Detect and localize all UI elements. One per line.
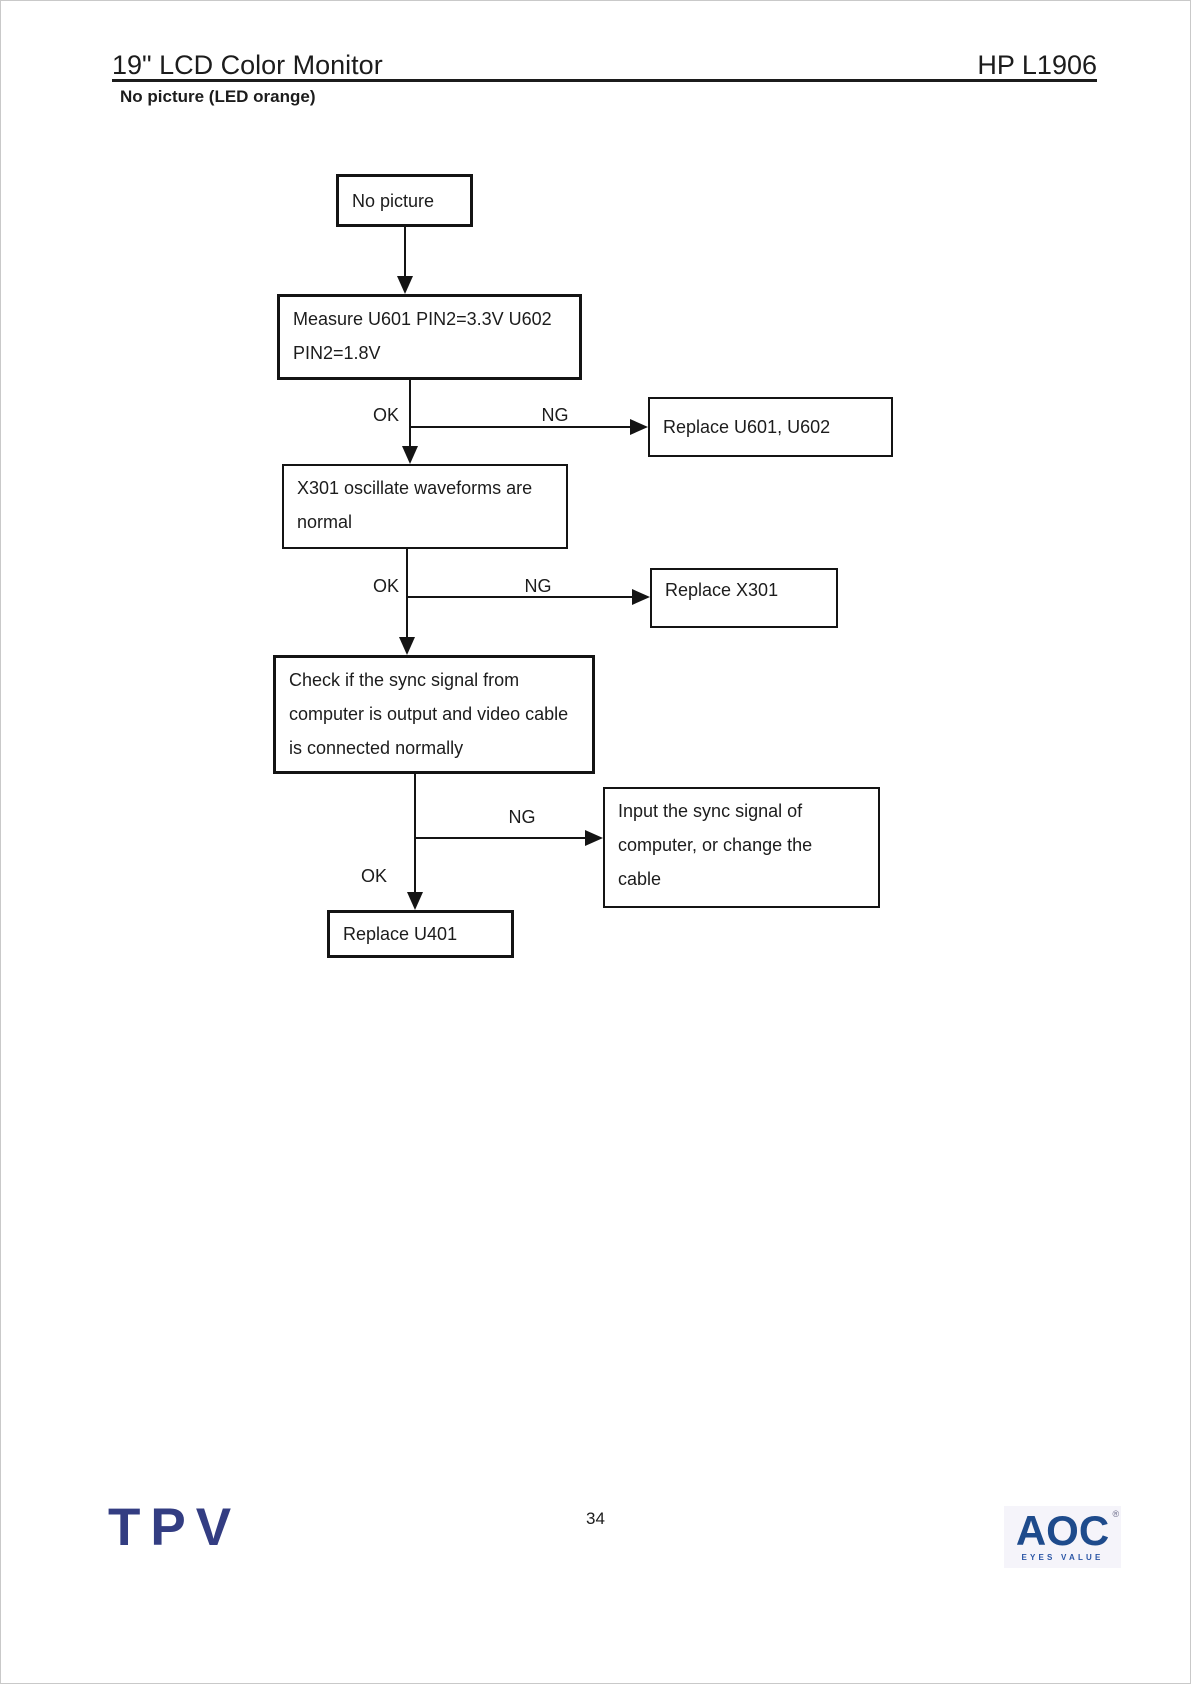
flow-box-measure-u601-line1: Measure U601 PIN2=3.3V U602 — [293, 309, 552, 329]
ok-label-1: OK — [372, 405, 400, 425]
page-subtitle: No picture (LED orange) — [120, 87, 316, 106]
flow-box-check-sync-line3: is connected normally — [289, 738, 464, 758]
flow-box-replace-u601-u602: Replace U601, U602 — [648, 397, 893, 457]
flow-box-check-sync-line1: Check if the sync signal from — [289, 670, 520, 690]
flow-box-measure-u601: Measure U601 PIN2=3.3V U602 PIN2=1.8V — [277, 294, 582, 380]
flow-box-input-sync-line2: computer, or change the — [618, 835, 813, 855]
ok-label-3: OK — [360, 866, 388, 886]
flow-box-replace-x301: Replace X301 — [650, 568, 838, 628]
ok-label-2: OK — [372, 576, 400, 596]
flow-box-x301-line1: X301 oscillate waveforms are — [297, 478, 533, 498]
flow-box-no-picture: No picture — [336, 174, 473, 227]
header-title-right: HP L1906 — [977, 50, 1097, 80]
page-number: 34 — [586, 1509, 605, 1528]
ng-label-3: NG — [508, 807, 536, 827]
registered-trademark-icon: ® — [1112, 1509, 1120, 1520]
ng-label-2: NG — [524, 576, 552, 596]
flow-box-x301-oscillate: X301 oscillate waveforms are normal — [282, 464, 568, 549]
tpv-logo: TPV — [108, 1498, 242, 1557]
flow-box-replace-u401: Replace U401 — [327, 910, 514, 958]
header-rule — [112, 79, 1097, 82]
aoc-logo-text: AOC — [1015, 1507, 1110, 1555]
flow-box-input-sync: Input the sync signal of computer, or ch… — [603, 787, 880, 908]
ng-label-1: NG — [541, 405, 569, 425]
flow-box-replace-x301-text: Replace X301 — [665, 580, 779, 600]
flow-box-check-sync: Check if the sync signal from computer i… — [273, 655, 595, 774]
aoc-logo-wordmark: AOC ® — [1016, 1510, 1119, 1552]
flow-box-no-picture-text: No picture — [352, 190, 435, 211]
aoc-tagline: EYES VALUE — [1021, 1552, 1104, 1562]
flow-box-x301-line2: normal — [297, 512, 353, 532]
aoc-logo: AOC ® EYES VALUE — [1004, 1506, 1121, 1568]
flow-box-check-sync-line2: computer is output and video cable — [289, 704, 569, 724]
flow-box-input-sync-line3: cable — [618, 869, 662, 889]
header-title-left: 19" LCD Color Monitor — [112, 50, 383, 80]
flow-box-replace-u401-text: Replace U401 — [343, 924, 458, 944]
flow-box-measure-u601-line2: PIN2=1.8V — [293, 343, 381, 363]
flow-box-replace-u601-u602-text: Replace U601, U602 — [663, 417, 831, 437]
flow-box-input-sync-line1: Input the sync signal of — [618, 801, 803, 821]
